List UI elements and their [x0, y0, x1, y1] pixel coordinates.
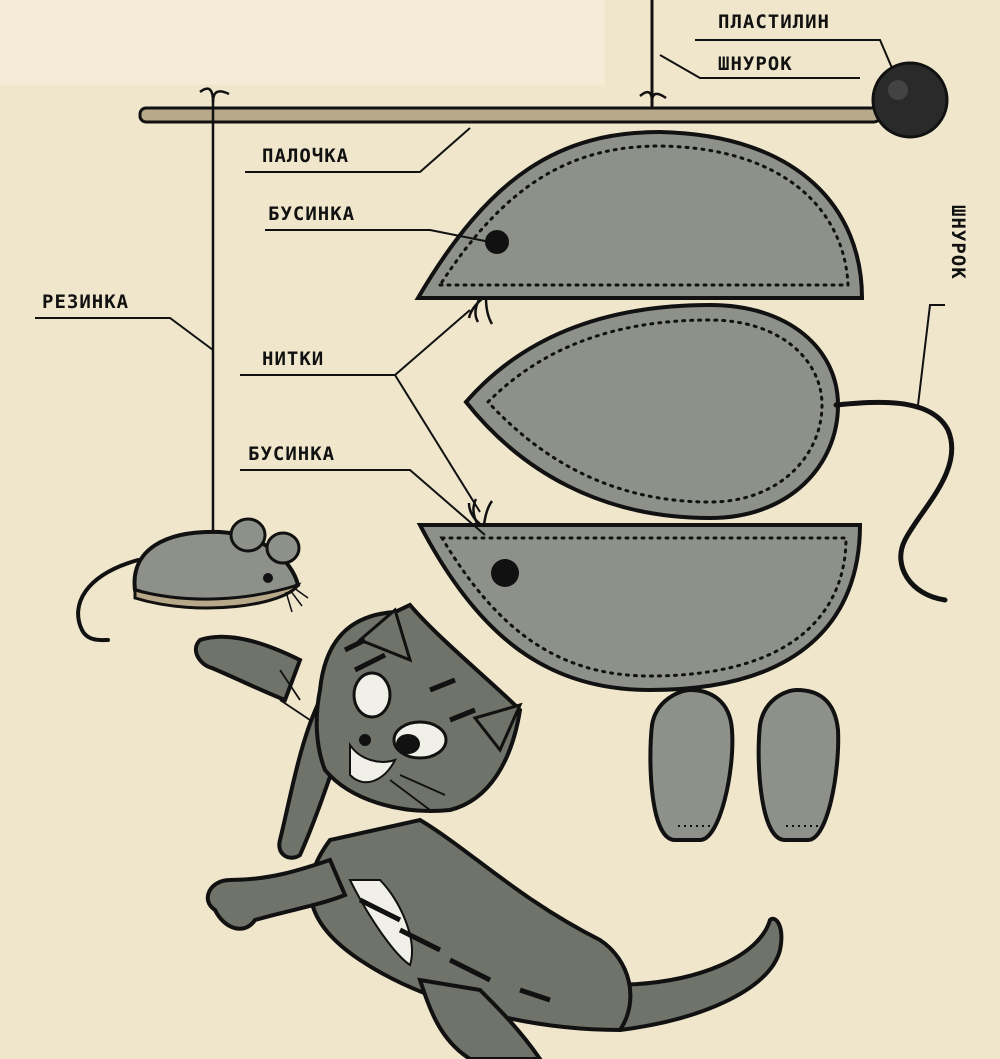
stick: [138, 106, 882, 124]
leader-cord-top: [659, 54, 860, 79]
leader-cord-tail: [917, 304, 945, 406]
toy-mouse-tail: [76, 558, 140, 643]
cat-body: [308, 817, 633, 1033]
cat-raised-paw: [193, 634, 303, 703]
label-threads: НИТКИ: [262, 348, 324, 370]
mouse-ear-right: [756, 687, 841, 842]
leader-bead-top: [265, 229, 491, 243]
toy-mouse: [76, 517, 309, 643]
cat-eye: [352, 671, 392, 719]
mouse-tail-cord: [833, 399, 955, 603]
label-stick: ПАЛОЧКА: [262, 145, 349, 167]
label-cord-tail: ШНУРОК: [947, 205, 969, 280]
cat-illustration: [193, 602, 784, 1059]
leader-plasticine: [695, 39, 893, 69]
mouse-body: [463, 302, 955, 603]
toy-mouse-ear: [265, 531, 301, 565]
leader-lines: [35, 39, 945, 536]
cat-hind-leg: [417, 977, 543, 1059]
cat-front-paw: [205, 857, 348, 931]
label-bead-top: БУСИНКА: [268, 203, 355, 225]
plasticine-ball: [871, 61, 949, 139]
label-plasticine: ПЛАСТИЛИН: [718, 11, 830, 33]
cord-knot: [639, 90, 667, 103]
mouse-ear-left: [648, 687, 735, 842]
bead-eye-bottom: [491, 559, 519, 587]
threads-bottom: [467, 498, 494, 526]
label-bead-bottom: БУСИНКА: [248, 443, 335, 465]
toy-mouse-ear: [229, 517, 267, 553]
leader-threads-lower: [394, 374, 481, 513]
leader-elastic: [35, 317, 214, 351]
leader-stick: [245, 127, 471, 173]
cat-ear: [357, 607, 413, 663]
bead-eye-top: [485, 230, 509, 254]
label-cord-top: ШНУРОК: [718, 53, 793, 75]
mouse-half-bottom: [416, 523, 863, 693]
cat-tail: [609, 916, 784, 1032]
label-elastic: РЕЗИНКА: [42, 291, 129, 313]
elastic-knot: [199, 87, 230, 103]
cat-head: [314, 602, 523, 813]
threads-top: [467, 297, 494, 325]
top-panel: [0, 0, 605, 85]
cat-ear: [472, 702, 523, 753]
mouse-half-top: [414, 129, 865, 300]
leader-bead-bottom: [240, 469, 486, 536]
